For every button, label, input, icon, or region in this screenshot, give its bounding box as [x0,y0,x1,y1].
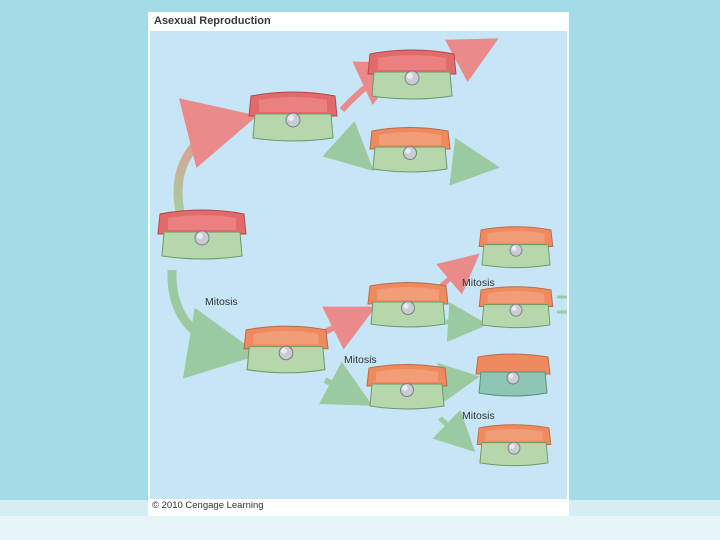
mitosis-label-3: Mitosis [462,277,495,289]
arrow-red-offspring-next [444,38,499,83]
figure-title: Asexual Reproduction [154,15,271,27]
cell-parent [157,209,247,260]
orange-lineage-arrows [167,253,567,452]
arrow-lower-to-c [437,362,480,403]
cell-red-granddaughter [367,49,457,100]
mitosis-label-1: Mitosis [205,296,238,308]
arrow-orange-to-upper [322,306,376,350]
arrow-orange-to-lower [318,361,373,406]
cell-orange-daughter [243,325,329,374]
arrow-parent-to-orange-daughter [167,269,260,379]
arrow-upper-to-b [445,302,488,343]
slide-bottom-band-light [0,516,720,540]
mitosis-label-2: Mitosis [344,354,377,366]
cell-right-a [478,226,554,269]
cell-right-c [475,353,551,397]
cell-orange-upper [367,282,449,328]
arrow-parent-to-red-daughter [173,98,258,213]
cell-red-daughter [248,91,338,142]
arrow-upper-to-a [436,253,480,295]
cell-right-d [476,424,552,467]
figure-credit: © 2010 Cengage Learning [152,500,264,511]
cell-orange-lower [366,364,448,410]
arrow-orange-offspring-next [449,137,500,186]
arrow-lower-to-d [432,409,476,452]
cell-orange-from-red [369,127,451,173]
arrow-red-to-orange [322,121,374,172]
cell-right-b [478,286,554,329]
mitosis-label-4: Mitosis [462,410,495,422]
